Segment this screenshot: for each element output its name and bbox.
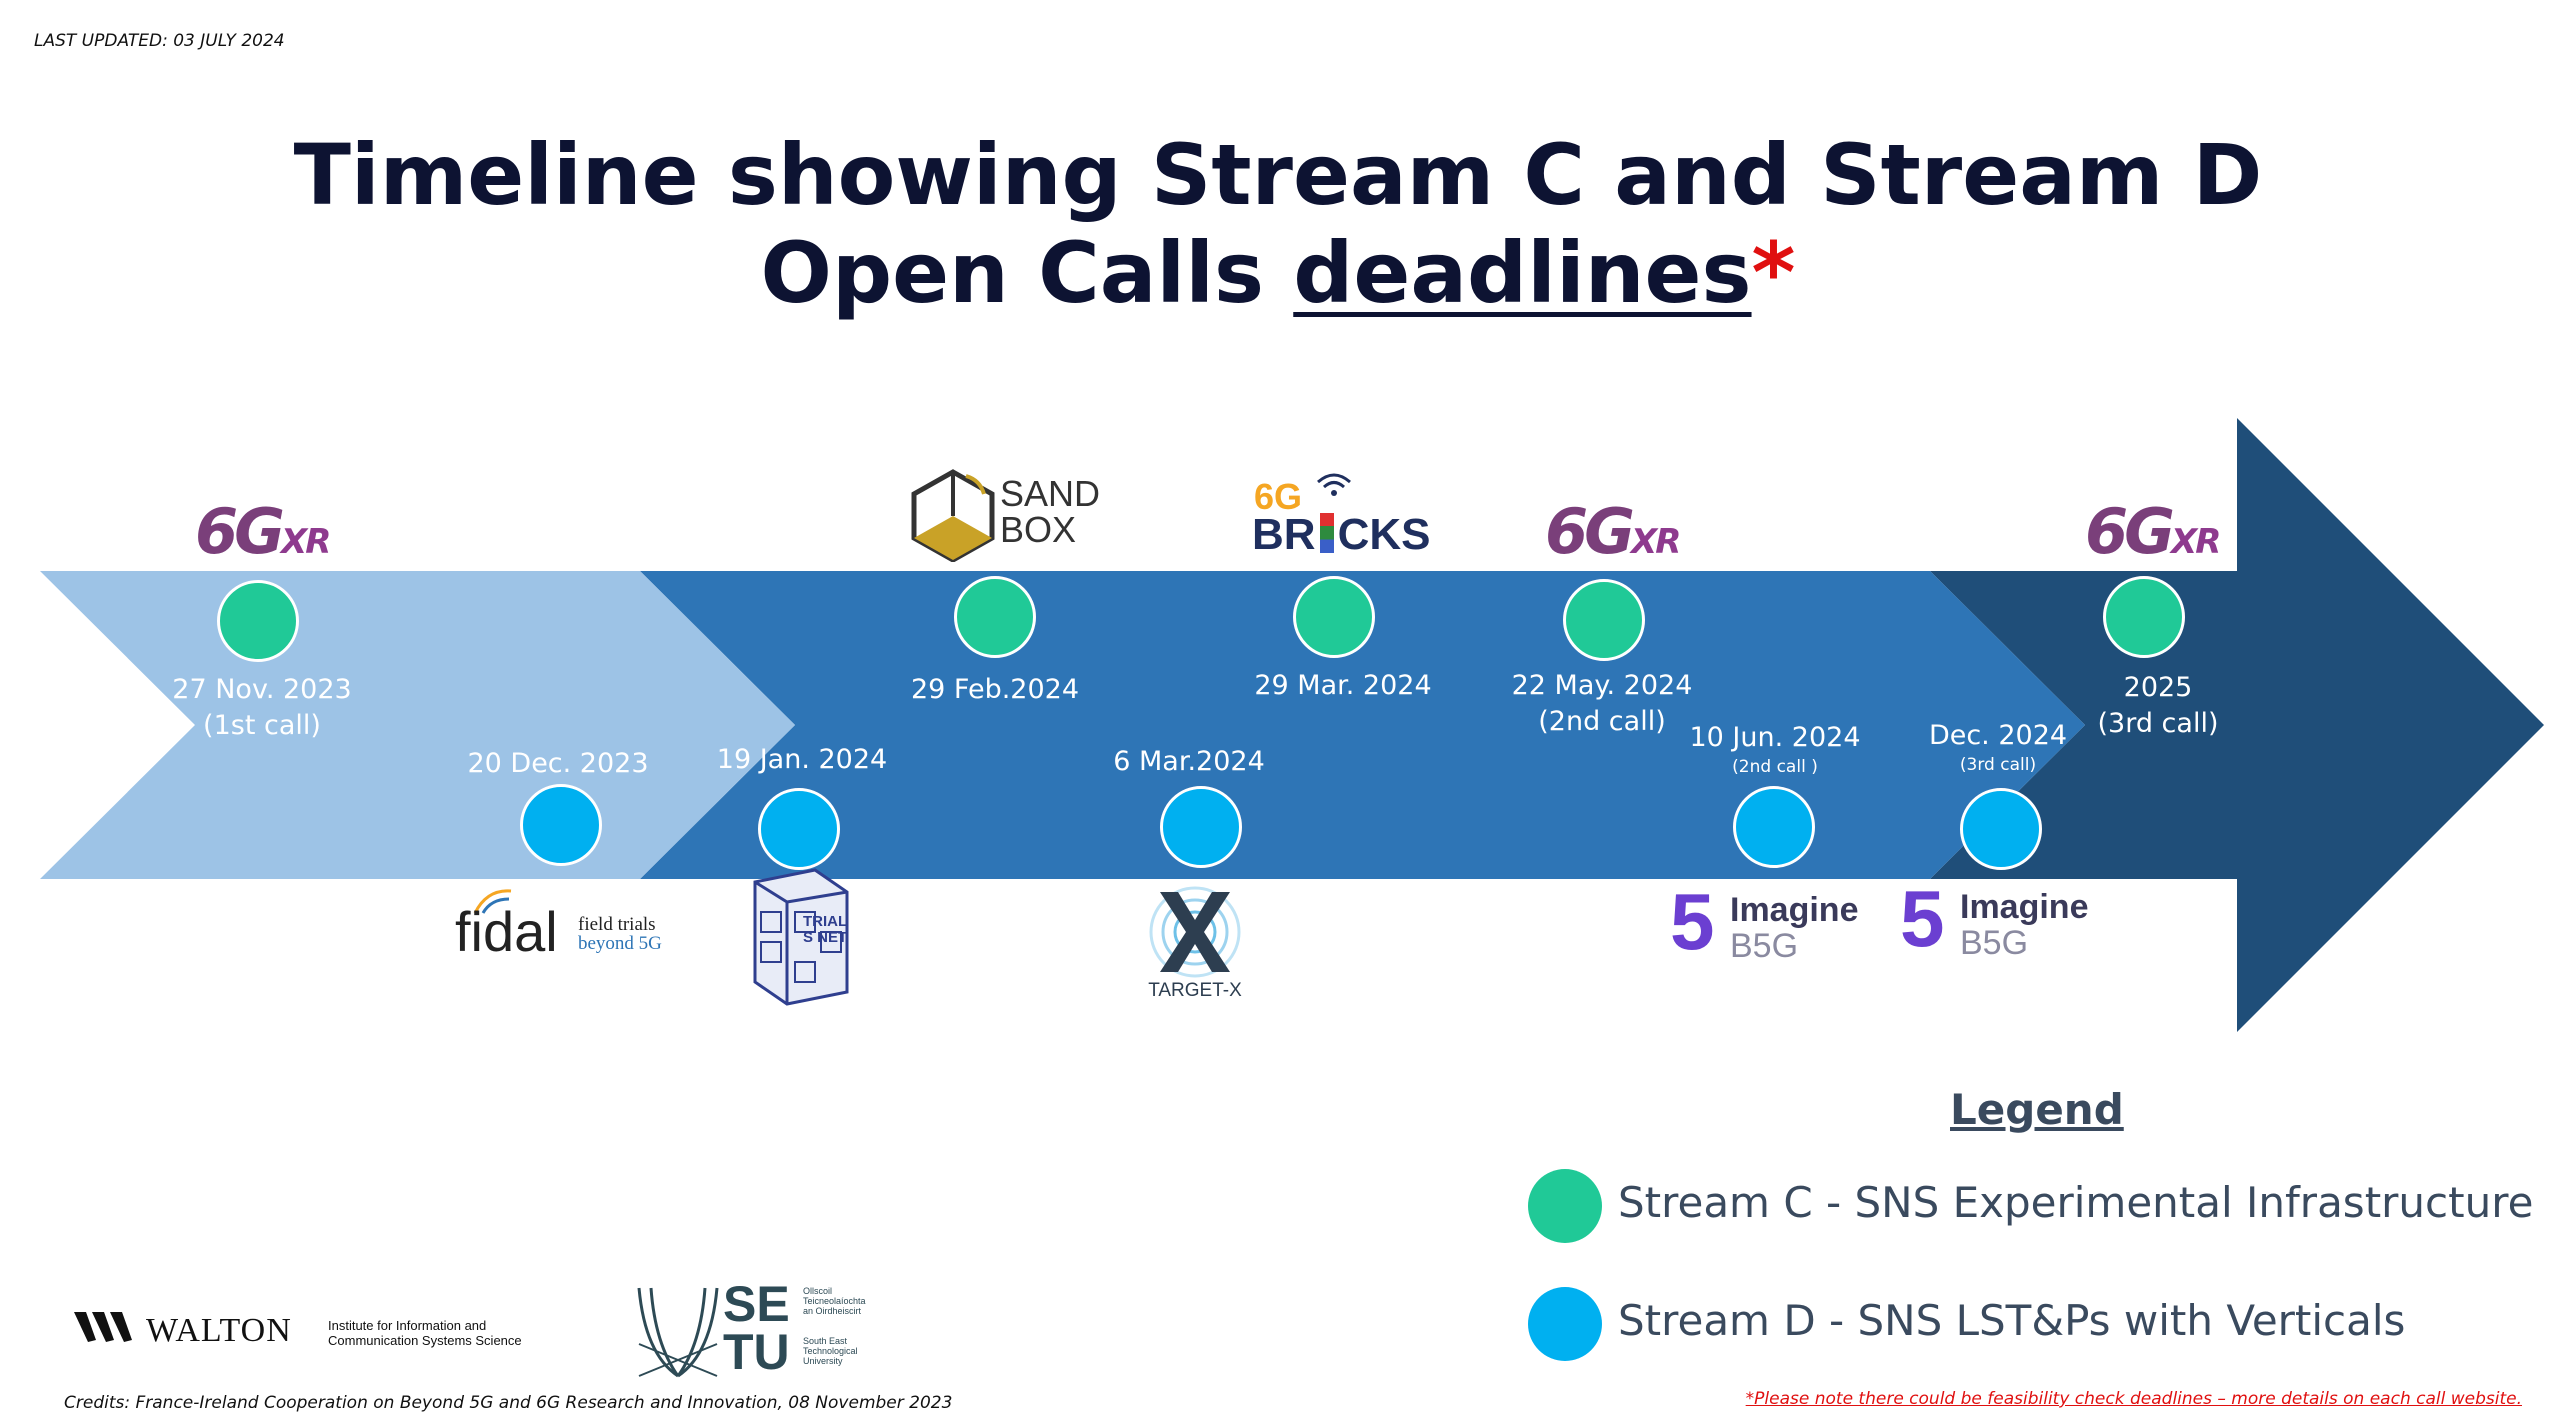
logo-imagine-b5g: 5 Imagine B5G: [1900, 874, 2089, 963]
arrow-segment-light: [40, 571, 795, 879]
event-label: 29 Mar. 2024: [1254, 670, 1432, 701]
event-label: 27 Nov. 2023 (1st call): [172, 674, 352, 741]
setu-wing-icon: [637, 1287, 719, 1378]
event-dot-stream-d: [520, 784, 602, 866]
event-label: 10 Jun. 2024 (2nd call ): [1689, 722, 1861, 777]
trialsnet-cube-icon: [753, 868, 849, 1006]
brick-i-icon: [1319, 513, 1334, 553]
event-dot-stream-d: [1733, 786, 1815, 868]
legend-label-stream-d: Stream D - SNS LST&Ps with Verticals: [1618, 1296, 2406, 1345]
imagine-5-icon: 5: [1900, 874, 1945, 963]
logo-6gxr: 6GXR: [195, 495, 331, 568]
title-asterisk: *: [1751, 224, 1796, 322]
walton-mark-icon: [74, 1312, 132, 1342]
event-dot-stream-c: [1563, 579, 1645, 661]
logo-walton: WALTON Institute for Information and Com…: [74, 1306, 574, 1356]
event-dot-stream-c: [2103, 576, 2185, 658]
event-dot-stream-d: [758, 788, 840, 870]
target-x-icon: [1149, 886, 1241, 978]
event-label: 19 Jan. 2024: [716, 744, 888, 775]
title-line-2: Open Calls deadlines*: [760, 224, 1796, 322]
feasibility-note: *Please note there could be feasibility …: [1745, 1389, 2522, 1409]
logo-setu: SE TU Ollscoil Teicneolaíochta an Oirdhe…: [635, 1279, 885, 1380]
event-dot-stream-c: [217, 580, 299, 662]
title-line-1: Timeline showing Stream C and Stream D: [293, 126, 2263, 224]
event-label: Dec. 2024 (3rd call): [1928, 720, 2068, 775]
credits-text: Credits: France-Ireland Cooperation on B…: [64, 1393, 953, 1413]
event-label: 2025 (3rd call): [2097, 672, 2219, 739]
event-label: 20 Dec. 2023: [467, 748, 649, 779]
logo-sandbox: SAND BOX: [908, 466, 1100, 566]
imagine-5-icon: 5: [1670, 877, 1715, 966]
legend-dot-stream-c: [1528, 1169, 1602, 1243]
logo-imagine-b5g: 5 Imagine B5G: [1670, 877, 1859, 966]
logo-6gxr: 6GXR: [1545, 495, 1681, 568]
legend-title: Legend: [1950, 1085, 2124, 1134]
event-label: 6 Mar.2024: [1113, 746, 1265, 777]
event-dot-stream-d: [1160, 786, 1242, 868]
logo-trialsnet: TRIALS NET: [745, 862, 857, 1012]
sandbox-cube-icon: [911, 469, 995, 562]
legend-label-stream-c: Stream C - SNS Experimental Infrastructu…: [1618, 1178, 2534, 1227]
legend-dot-stream-d: [1528, 1287, 1602, 1361]
event-dot-stream-c: [954, 576, 1036, 658]
arrow-segment-dark: [1930, 418, 2544, 1032]
fidal-signal-icon: [473, 889, 512, 914]
logo-fidal: fidal field trials beyond 5G: [455, 885, 675, 965]
event-label: 22 May. 2024 (2nd call): [1511, 670, 1693, 737]
title-deadlines: deadlines: [1293, 224, 1752, 322]
logo-6gxr: 6GXR: [2085, 495, 2221, 568]
event-label: 29 Feb.2024: [910, 674, 1080, 705]
logo-target-x: TARGET-X: [1130, 880, 1260, 1010]
wifi-icon: [1317, 473, 1351, 496]
event-dot-stream-c: [1293, 576, 1375, 658]
last-updated: LAST UPDATED: 03 JULY 2024: [34, 31, 285, 51]
event-dot-stream-d: [1960, 788, 2042, 870]
page-title: Timeline showing Stream C and Stream D O…: [0, 126, 2556, 322]
